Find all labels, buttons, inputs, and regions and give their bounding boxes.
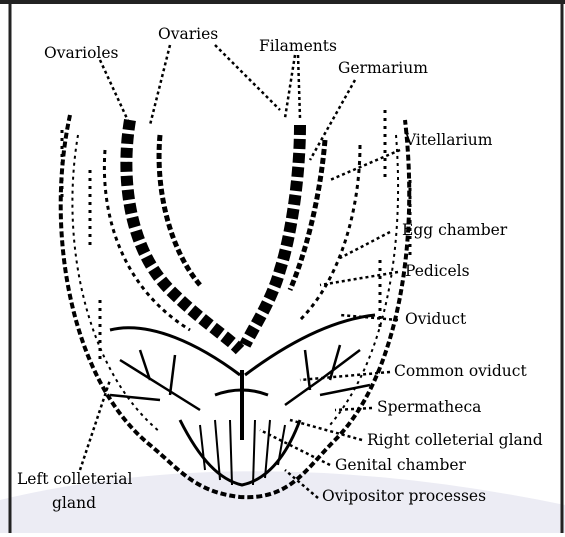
label-pedicels: Pedicels — [405, 262, 470, 280]
label-filaments: Filaments — [259, 37, 337, 55]
label-right-colleterial-gland: Right colleterial gland — [367, 431, 543, 449]
leader-vitellarium — [330, 150, 400, 180]
right-oviduct — [245, 315, 375, 375]
leader-pedicels — [320, 272, 398, 285]
label-egg-chamber: Egg chamber — [402, 221, 508, 239]
label-ovipositor-processes: Ovipositor processes — [322, 487, 486, 505]
leader-right-colleterial-gland — [290, 420, 362, 440]
label-common-oviduct: Common oviduct — [394, 362, 527, 380]
left-ovary — [126, 120, 240, 350]
left-ovary-inner — [159, 135, 200, 285]
leader-filaments-1 — [285, 55, 295, 118]
leader-ovarioles — [100, 60, 130, 125]
left-ovary-outer — [104, 150, 190, 330]
left-oviduct — [110, 328, 240, 375]
label-germarium: Germarium — [338, 59, 428, 77]
body-outline-inner-left — [72, 135, 160, 432]
label-left-colleterial-gland-line1: Left colleterial — [17, 470, 132, 488]
body-outline-inner-right — [330, 135, 398, 425]
label-ovaries: Ovaries — [158, 25, 218, 43]
label-genital-chamber: Genital chamber — [335, 456, 467, 474]
leader-filaments-2 — [298, 55, 300, 118]
leader-spermatheca — [335, 408, 372, 410]
label-ovarioles: Ovarioles — [44, 44, 119, 62]
leader-ovaries-left — [150, 45, 170, 125]
label-vitellarium: Vitellarium — [404, 131, 493, 149]
stipple-marks — [62, 110, 410, 360]
label-oviduct: Oviduct — [405, 310, 467, 328]
label-spermatheca: Spermatheca — [377, 398, 481, 416]
right-ovary — [245, 125, 300, 345]
leader-left-colleterial-gland — [80, 380, 110, 470]
specimen-illustration — [61, 110, 410, 497]
body-outline — [61, 115, 410, 497]
leader-germarium — [310, 80, 355, 160]
left-colleterial-gland — [110, 350, 200, 410]
label-left-colleterial-gland-line2: gland — [52, 494, 96, 512]
